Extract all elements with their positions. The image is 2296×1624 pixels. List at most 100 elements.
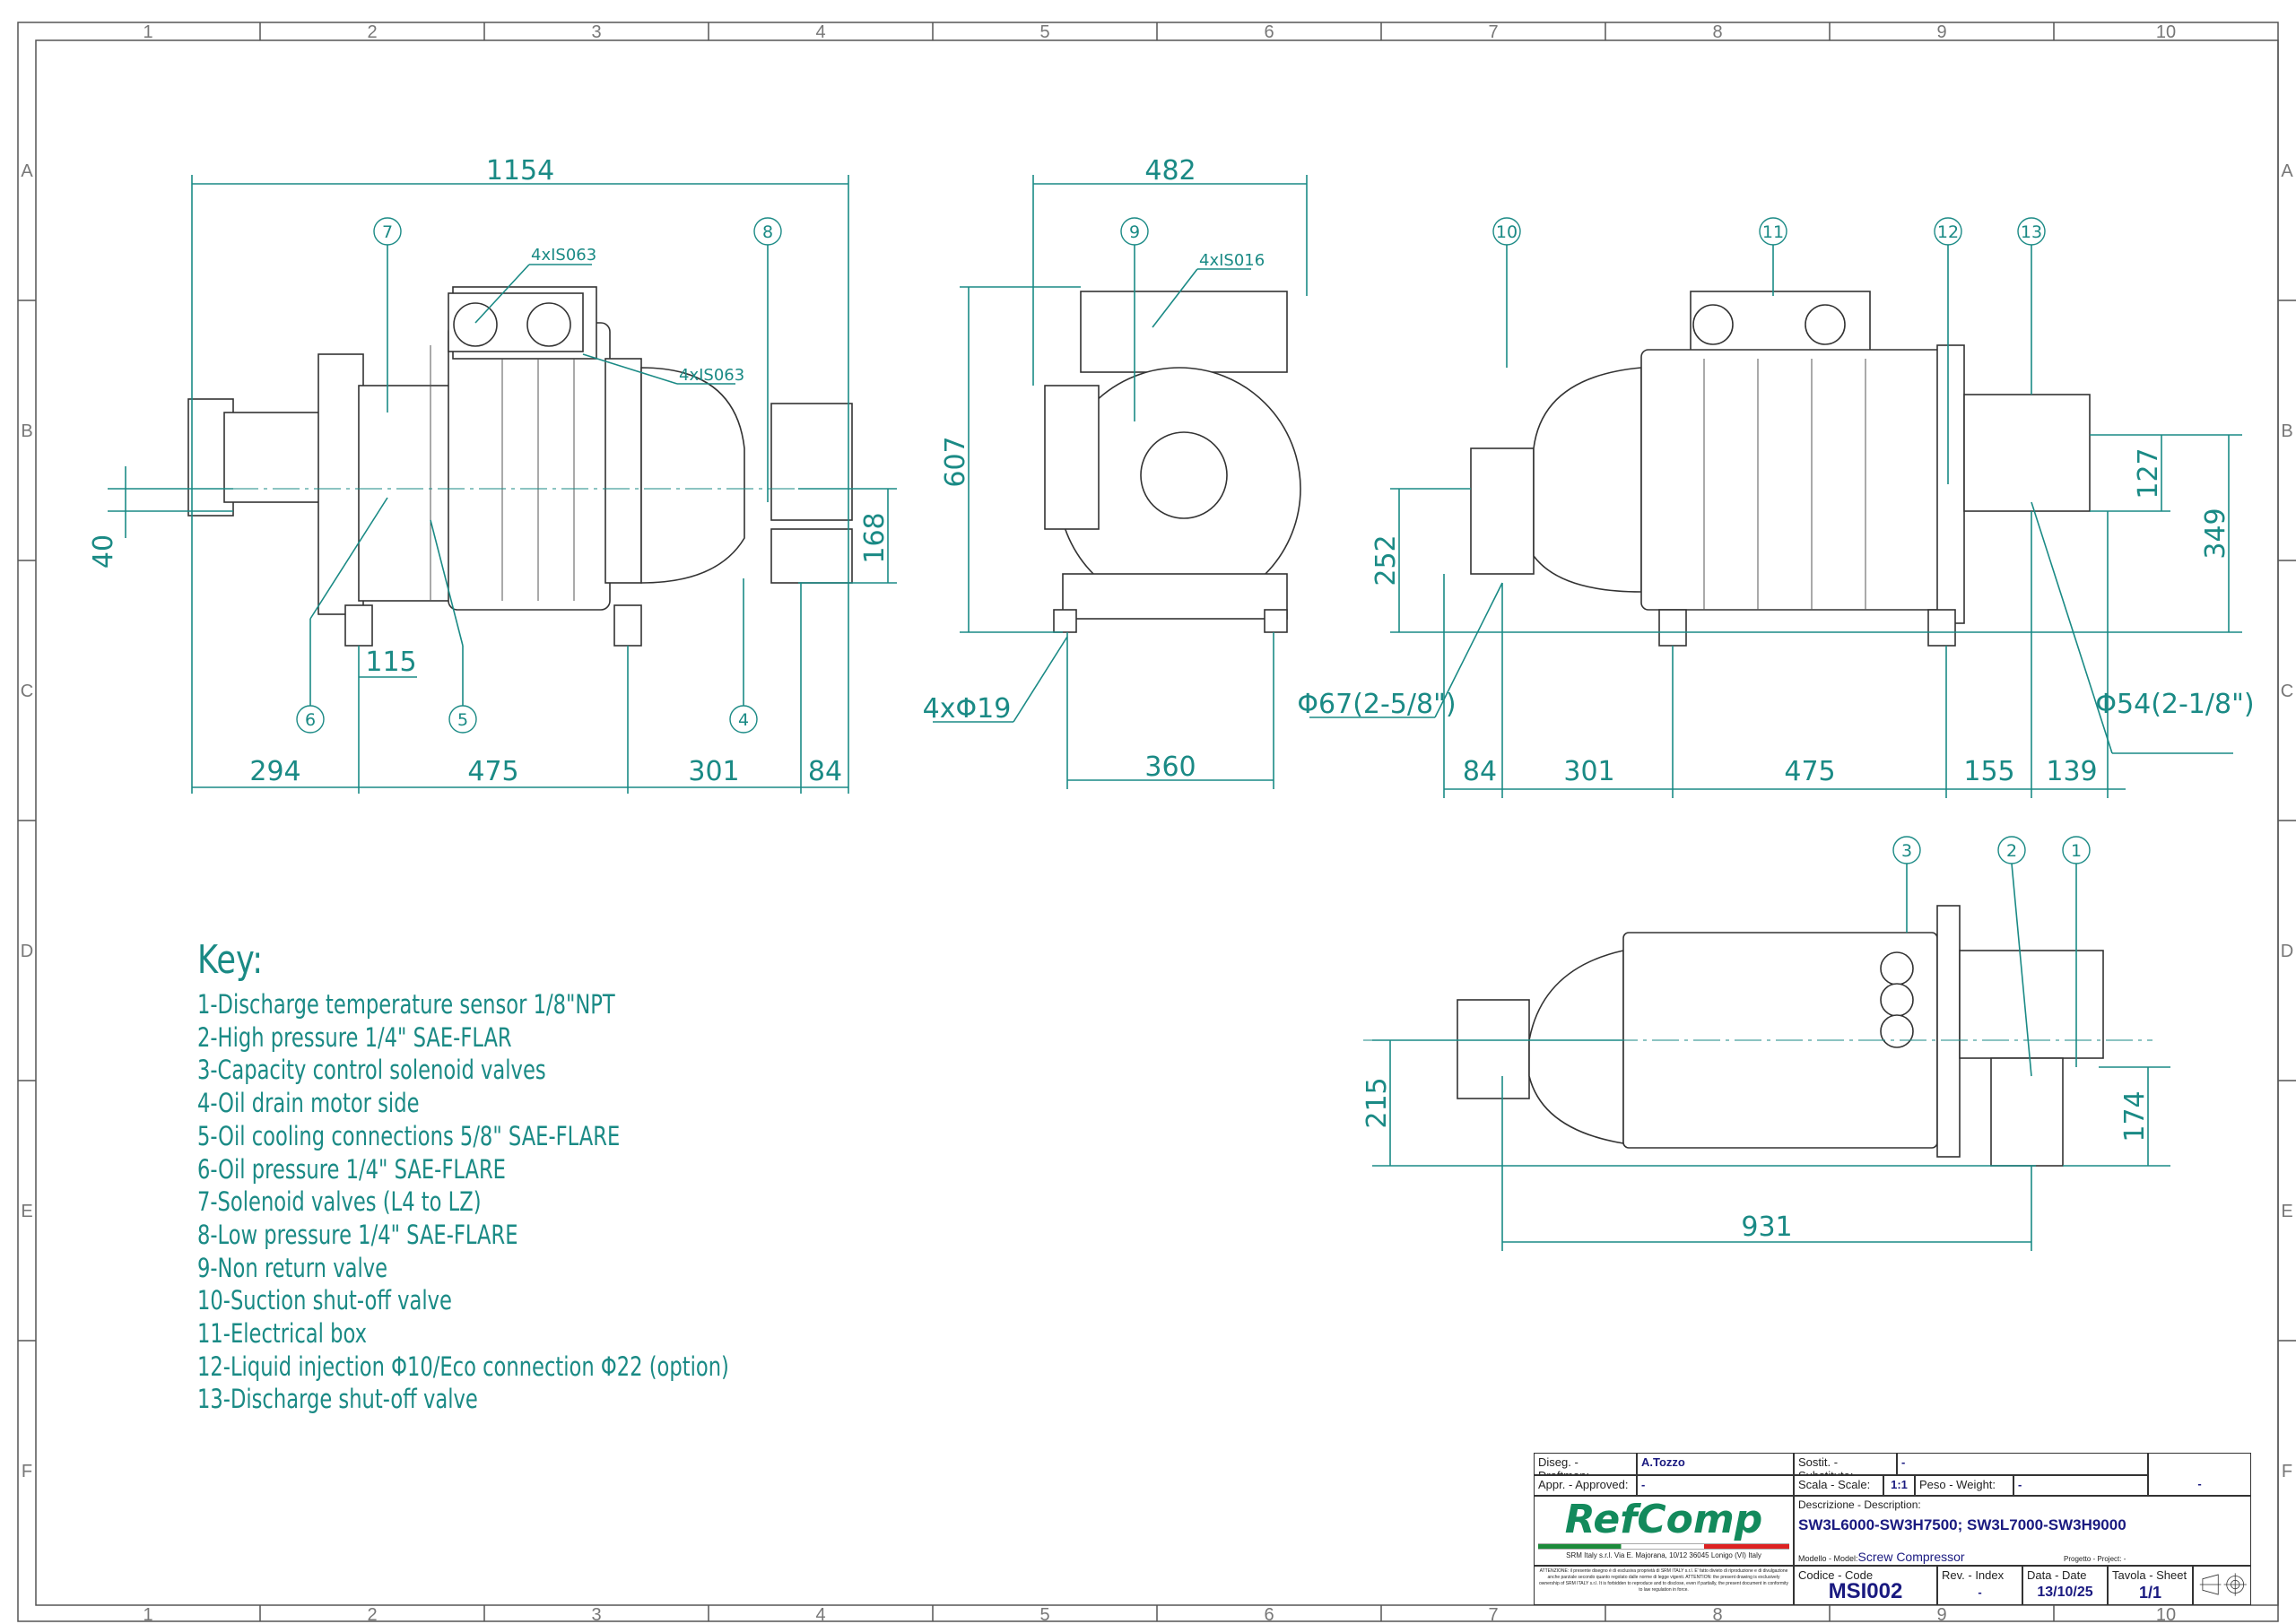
- dim-r84: 84: [1463, 756, 1497, 787]
- svg-text:10: 10: [1496, 222, 1518, 242]
- approved-label: Appr. - Approved:: [1534, 1475, 1637, 1496]
- dim-84: 84: [808, 756, 842, 787]
- substitute-value: -: [1897, 1453, 2148, 1475]
- dim-r301: 301: [1563, 756, 1614, 787]
- dim-294: 294: [249, 756, 300, 787]
- column-marker: 7: [1488, 22, 1498, 42]
- key-item: 7-Solenoid valves (L4 to LZ): [197, 1186, 482, 1218]
- dim-168: 168: [859, 512, 891, 563]
- projection-symbol-icon: [2193, 1566, 2251, 1605]
- balloon-13: 13: [2017, 217, 2046, 395]
- column-marker: 5: [1039, 22, 1049, 42]
- note-suction-diameter: Φ67(2-5/8"): [1297, 689, 1456, 720]
- company-address: SRM Italy s.r.l. Via E. Majorana, 10/12 …: [1566, 1551, 1761, 1559]
- column-marker: 9: [1936, 22, 1946, 42]
- key-item: 2-High pressure 1/4" SAE-FLAR: [197, 1021, 512, 1053]
- balloon-2: 2: [1997, 836, 2032, 1077]
- balloon-8: 8: [753, 217, 782, 502]
- svg-text:12: 12: [1937, 222, 1959, 242]
- note-feet-holes: 4xΦ19: [923, 693, 1012, 725]
- svg-text:7: 7: [382, 222, 393, 242]
- row-marker: B: [21, 421, 32, 441]
- key-item: 4-Oil drain motor side: [197, 1088, 420, 1119]
- date-label: Data - Date: [2027, 1568, 2087, 1582]
- note-4xiso63-mount: 4xIS063: [679, 366, 744, 385]
- key-item: 8-Low pressure 1/4" SAE-FLARE: [197, 1219, 518, 1250]
- column-marker: 6: [1264, 1605, 1274, 1624]
- svg-text:6: 6: [305, 710, 316, 730]
- svg-text:4: 4: [738, 710, 749, 730]
- dim-349: 349: [2200, 508, 2231, 559]
- rev-cell: Rev. - Index -: [1937, 1566, 2022, 1605]
- row-marker: B: [2281, 421, 2292, 441]
- svg-text:13: 13: [2021, 222, 2042, 242]
- project-value: -: [2123, 1555, 2126, 1563]
- balloon-9: 9: [1120, 217, 1149, 421]
- model-value: Screw Compressor: [1857, 1550, 1965, 1564]
- column-marker: 8: [1712, 22, 1722, 42]
- model-label: Modello - Model:: [1798, 1554, 1858, 1563]
- extra-value: -: [2148, 1475, 2251, 1496]
- column-marker: 8: [1712, 1605, 1722, 1624]
- row-marker: A: [2281, 161, 2293, 181]
- dim-40: 40: [88, 534, 119, 569]
- dim-r139: 139: [2046, 756, 2097, 787]
- row-marker: E: [21, 1202, 32, 1221]
- front-view: [1044, 291, 1301, 633]
- svg-text:8: 8: [762, 222, 773, 242]
- key-legend: Key: 1-Discharge temperature sensor 1/8"…: [197, 937, 879, 1416]
- column-marker: 7: [1488, 1605, 1498, 1624]
- project-label: Progetto - Project:: [2064, 1555, 2122, 1563]
- key-item: 12-Liquid injection Φ10/Eco connection Φ…: [197, 1350, 729, 1382]
- top-view-dimensions: 215 174 931: [1361, 1039, 2170, 1251]
- key-item: 1-Discharge temperature sensor 1/8"NPT: [197, 989, 615, 1020]
- side-view-right: [1470, 291, 2091, 647]
- key-item: 6-Oil pressure 1/4" SAE-FLARE: [197, 1153, 506, 1185]
- balloon-3: 3: [1892, 836, 1921, 933]
- dim-252: 252: [1370, 534, 1402, 586]
- substitute-label: Sostit. - Substitute:: [1794, 1453, 1897, 1475]
- balloon-1: 1: [2062, 836, 2091, 1067]
- row-marker: D: [21, 942, 33, 961]
- column-marker: 10: [2156, 22, 2176, 42]
- description-area: Descrizione - Description: SW3L6000-SW3H…: [1794, 1496, 2251, 1566]
- refcomp-logo: RefComp: [1564, 1497, 1763, 1542]
- balloon-6: 6: [296, 497, 388, 734]
- dim-174: 174: [2119, 1090, 2151, 1142]
- dim-607: 607: [940, 436, 971, 487]
- dim-475: 475: [467, 756, 518, 787]
- column-marker: 9: [1936, 1605, 1946, 1624]
- svg-text:2: 2: [2006, 841, 2017, 861]
- row-marker: A: [21, 161, 33, 181]
- svg-text:5: 5: [457, 710, 468, 730]
- dim-115: 115: [365, 647, 416, 678]
- row-marker: E: [2281, 1202, 2292, 1221]
- dim-301: 301: [688, 756, 739, 787]
- side-view-left-dimensions: 1154 294 475 301 84 115 40 168 4xIS063 4…: [88, 155, 897, 794]
- draftsman-label: Diseg. - Draftman:: [1534, 1453, 1637, 1475]
- balloon-4: 4: [729, 578, 758, 734]
- balloon-5: 5: [430, 519, 477, 734]
- weight-value: -: [2013, 1475, 2148, 1496]
- key-item: 9-Non return valve: [197, 1252, 388, 1283]
- key-title: Key:: [197, 937, 264, 983]
- weight-label: Peso - Weight:: [1915, 1475, 2013, 1496]
- rev-label: Rev. - Index: [1942, 1568, 2005, 1582]
- dim-482: 482: [1144, 155, 1196, 187]
- column-marker: 2: [367, 1605, 377, 1624]
- dim-r475: 475: [1784, 756, 1835, 787]
- svg-text:3: 3: [1901, 841, 1912, 861]
- code-label: Codice - Code: [1798, 1568, 1874, 1582]
- row-marker: D: [2281, 942, 2293, 961]
- balloon-7: 7: [373, 217, 402, 413]
- row-marker: C: [21, 682, 33, 701]
- approved-value: -: [1637, 1475, 1794, 1496]
- row-marker: F: [22, 1462, 32, 1481]
- row-marker: F: [2282, 1462, 2292, 1481]
- svg-text:11: 11: [1762, 222, 1784, 242]
- rev-value: -: [1978, 1585, 1982, 1599]
- ownership-notice: ATTENZIONE: il presente disegno è di esc…: [1534, 1566, 1794, 1605]
